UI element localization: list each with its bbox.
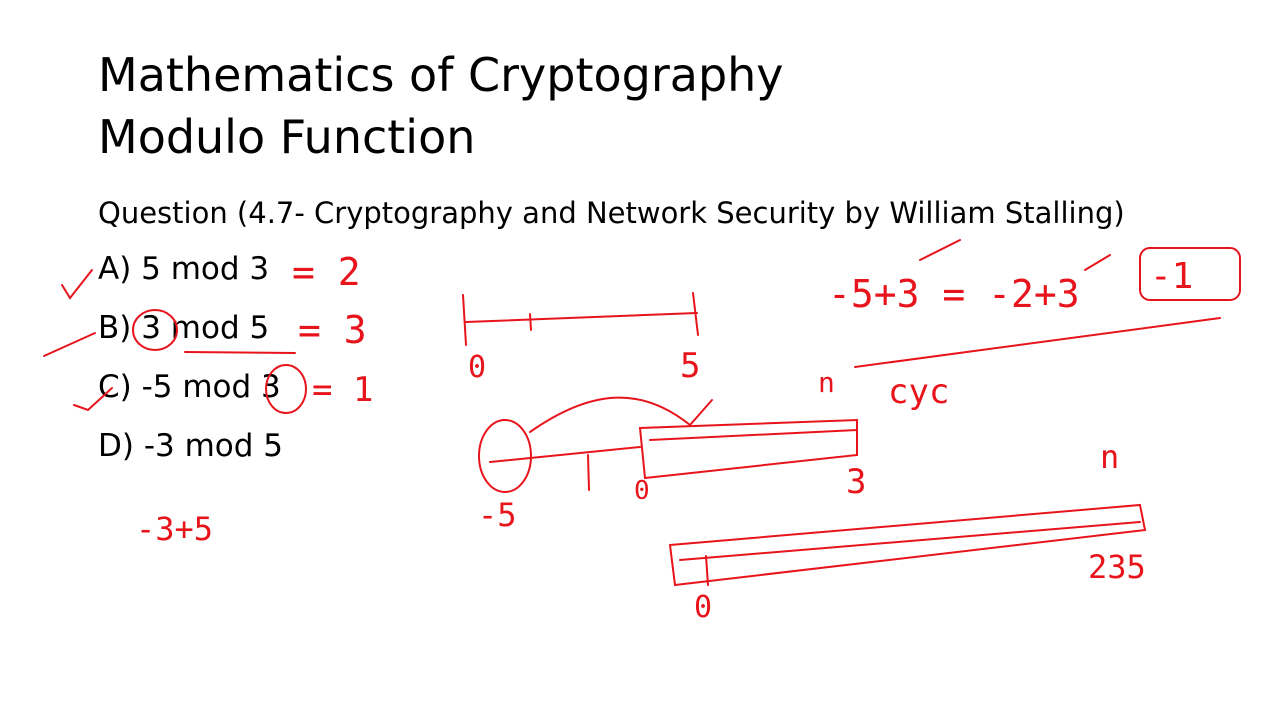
tick-marks [919,239,1111,271]
circle-c-3 [265,364,307,414]
option-a: A) 5 mod 3 [98,251,270,287]
n-label-2: n [1100,438,1120,476]
equation-result: -1 [1150,256,1194,297]
cyc-note: cyc [888,372,950,412]
slide-subtitle: Modulo Function [98,110,476,164]
line1-end: 5 [680,346,701,386]
circle-zero-left [478,419,532,493]
answer-c: = 1 [312,370,374,410]
number-line-3 [668,503,1147,587]
divider-line [854,317,1221,368]
number-line-2 [489,418,858,491]
number-line-1 [462,292,699,346]
option-b: B) 3 mod 5 [98,310,270,346]
checkmark-a [61,269,93,300]
circle-b-3 [132,309,178,351]
answer-b: = 3 [298,308,367,352]
option-d: D) -3 mod 5 [98,428,284,464]
n-label-1: n [818,366,835,399]
work-d: -3+5 [136,510,214,548]
checkmark-c [73,387,113,412]
option-c: C) -5 mod 3 [98,369,281,405]
arrow-curve [529,396,713,433]
line1-start: 0 [468,350,487,385]
question-text: Question (4.7- Cryptography and Network … [98,196,1125,230]
box-result [1139,247,1241,301]
line2-zero: 0 [634,476,650,506]
underline-b [184,351,296,354]
line2-end: 3 [846,462,867,502]
answer-a: = 2 [292,250,361,294]
line3-zero: 0 [694,590,713,625]
equation: -5+3 = -2+3 [828,272,1080,316]
slide-title: Mathematics of Cryptography [98,48,784,102]
line2-neg: -5 [478,496,517,534]
checkmark-b [43,332,96,357]
line3-end: 235 [1088,548,1146,586]
